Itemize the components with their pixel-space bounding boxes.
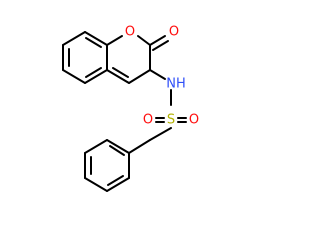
atom-label-sulfonyl-oxygen-left: O (143, 113, 153, 128)
atom-label-sulfur: S (167, 113, 175, 128)
bond-double-inner (85, 67, 102, 78)
atom-label-carbonyl-oxygen: O (169, 25, 179, 40)
bond (137, 35, 151, 46)
bond (152, 40, 169, 51)
bond (84, 177, 108, 192)
coumarin-benzo-ring (62, 31, 108, 84)
bond (62, 69, 86, 84)
bond-double-inner (112, 67, 129, 78)
atom-label-sulfonyl-oxygen-right: O (189, 113, 199, 128)
bond-double-inner (107, 175, 124, 186)
bond-double-inner (85, 37, 102, 48)
bond (84, 139, 108, 154)
bond (106, 69, 130, 84)
bond (128, 69, 151, 84)
bond (149, 35, 166, 46)
bond (128, 139, 151, 154)
pyranone-ring (106, 35, 151, 84)
bond (106, 139, 130, 154)
bond (149, 69, 166, 80)
carbonyl-group (149, 35, 169, 51)
atom-label-nitrogen: NH (166, 77, 186, 92)
bond-double-inner (109, 145, 125, 156)
bond (106, 35, 123, 46)
atom-label-ring-oxygen: O (125, 25, 135, 40)
bond (149, 127, 172, 141)
chemical-structure: O O NH S O O (62, 25, 199, 192)
bond (84, 31, 108, 46)
bond (106, 177, 130, 192)
bond (62, 31, 86, 46)
phenyl-ring (84, 139, 151, 192)
sulfonyl-group (149, 117, 187, 141)
bond (84, 69, 108, 84)
